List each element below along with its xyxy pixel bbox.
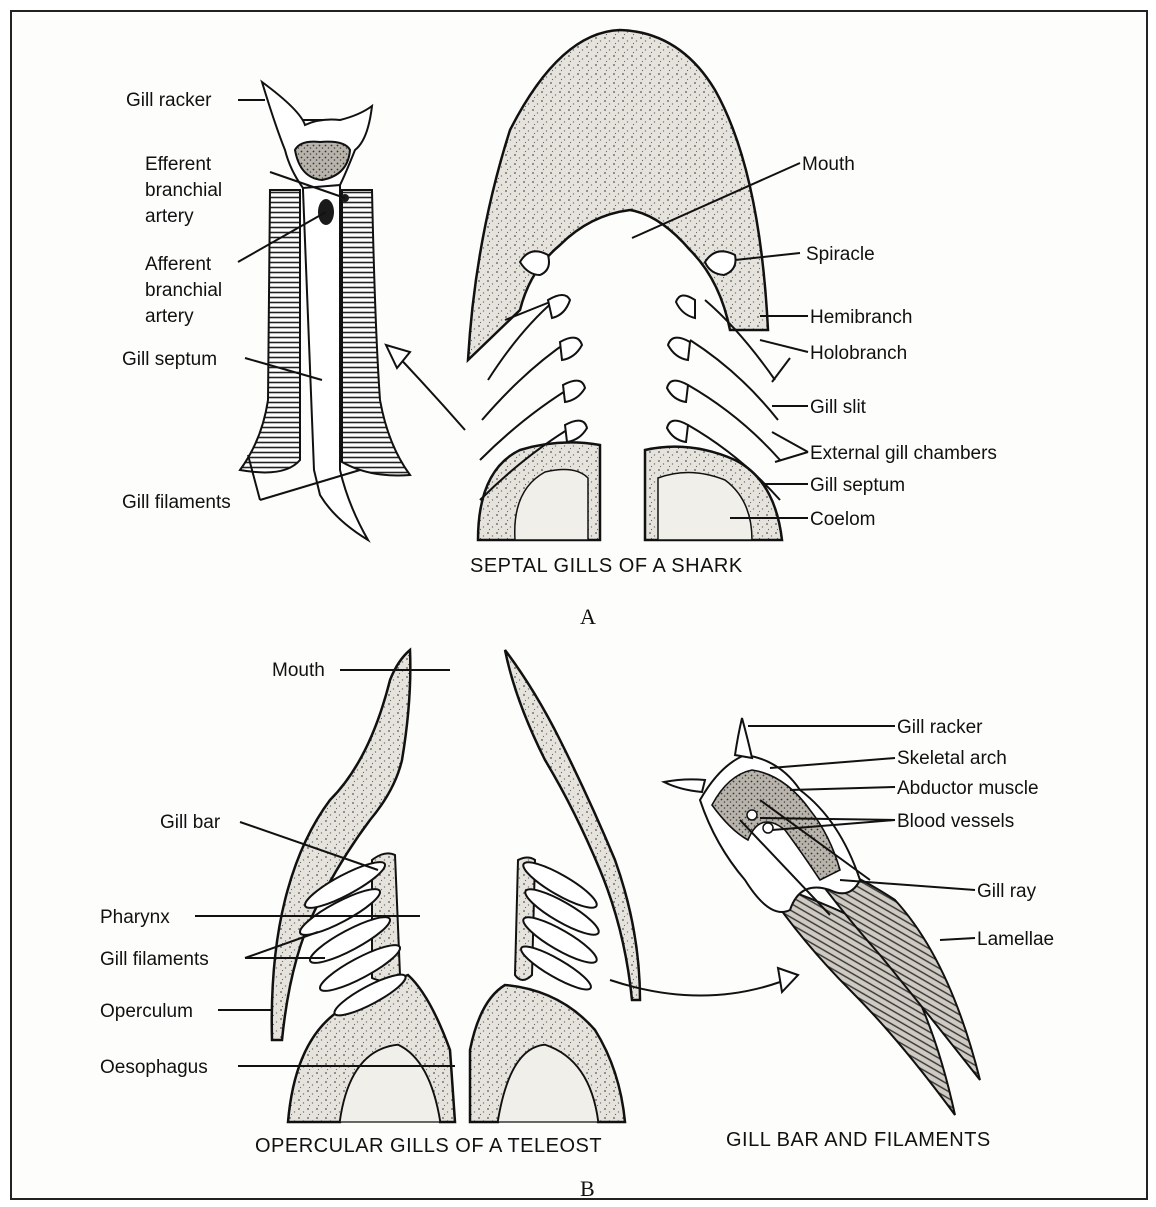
- label-efferent-3: artery: [145, 206, 194, 227]
- caption-gill-bar-filaments: GILL BAR AND FILAMENTS: [726, 1129, 991, 1151]
- label-blood-vessels: Blood vessels: [897, 811, 1014, 832]
- caption-opercular-gills: OPERCULAR GILLS OF A TELEOST: [255, 1135, 602, 1157]
- label-gill-bar: Gill bar: [160, 812, 221, 833]
- label-gill-septum-left: Gill septum: [122, 349, 217, 370]
- label-skeletal-arch: Skeletal arch: [897, 748, 1007, 769]
- label-gill-racker-a: Gill racker: [126, 90, 212, 111]
- label-efferent-2: branchial: [145, 180, 222, 201]
- arrow-b-head: [778, 968, 798, 992]
- label-oesophagus: Oesophagus: [100, 1057, 208, 1078]
- label-coelom: Coelom: [810, 509, 875, 530]
- label-holobranch: Holobranch: [810, 343, 907, 364]
- label-gill-ray: Gill ray: [977, 881, 1037, 902]
- shark-head-section: [468, 30, 782, 540]
- label-afferent-1: Afferent: [145, 254, 212, 275]
- label-gill-septum-right: Gill septum: [810, 475, 905, 496]
- shark-gill-bar: [240, 82, 410, 540]
- caption-septal-gills: SEPTAL GILLS OF A SHARK: [470, 555, 743, 577]
- label-gill-filaments-left: Gill filaments: [122, 492, 231, 513]
- label-spiracle: Spiracle: [806, 244, 875, 265]
- label-efferent-1: Efferent: [145, 154, 212, 175]
- panel-letter-a: A: [580, 604, 596, 629]
- label-hemibranch: Hemibranch: [810, 307, 912, 328]
- label-gill-slit: Gill slit: [810, 397, 867, 418]
- label-gill-racker-b: Gill racker: [897, 717, 983, 738]
- label-gill-filaments-b: Gill filaments: [100, 949, 209, 970]
- label-abductor-muscle: Abductor muscle: [897, 778, 1039, 799]
- label-mouth-b: Mouth: [272, 660, 325, 681]
- label-afferent-3: artery: [145, 306, 194, 327]
- panel-letter-b: B: [580, 1176, 595, 1201]
- label-afferent-2: branchial: [145, 280, 222, 301]
- label-external-gill-chambers: External gill chambers: [810, 443, 997, 464]
- label-operculum: Operculum: [100, 1001, 193, 1022]
- teleost-section: [272, 650, 640, 1122]
- label-mouth-a: Mouth: [802, 154, 855, 175]
- label-pharynx: Pharynx: [100, 907, 170, 928]
- label-lamellae: Lamellae: [977, 929, 1054, 950]
